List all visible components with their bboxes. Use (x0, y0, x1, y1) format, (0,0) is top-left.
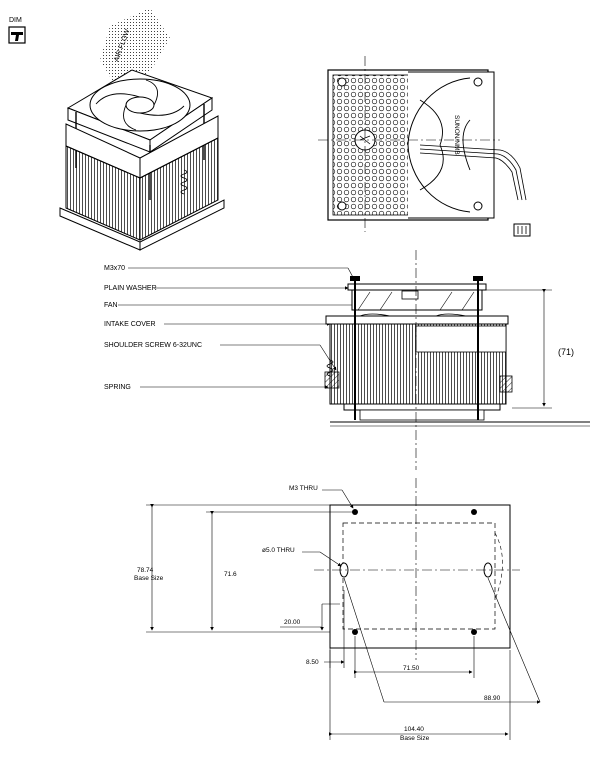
m3-hole-bottom-right (471, 629, 477, 635)
dim-label: DIM (9, 17, 22, 24)
side-view: M3x70 PLAIN WASHER FAN INTAKE COVER SHOU… (104, 250, 590, 470)
callout-fan: FAN (104, 302, 118, 309)
hole-thru-label: ø5.0 THRU (262, 547, 295, 554)
callout-shoulder-screw: SHOULDER SCREW 6-32UNC (104, 342, 202, 349)
m3-hole-bottom-left (352, 629, 358, 635)
callout-spring: SPRING (104, 384, 131, 391)
dim-header: DIM (8, 17, 26, 44)
base-width-caption: Base Size (400, 735, 430, 742)
base-width-value: 104.40 (404, 726, 424, 733)
fan-brand-label: SUNON/NMB (453, 115, 460, 155)
m3-thru-label: M3 THRU (289, 485, 318, 492)
dimension-tool-icon[interactable] (8, 26, 26, 44)
isometric-view: AIR FLOW (59, 8, 225, 251)
airflow-arrow: AIR FLOW (100, 8, 170, 90)
callout-m3x70: M3x70 (104, 265, 125, 272)
base-height-value: 78.74 (137, 567, 154, 574)
top-view: SUNON/NMB (318, 56, 531, 237)
height-dimension: (71) (558, 347, 574, 357)
offset-dim-20: 20.00 (284, 619, 301, 626)
vertical-pitch-dim: 71.6 (224, 571, 237, 578)
base-height-caption: Base Size (134, 575, 164, 582)
callout-plain-washer: PLAIN WASHER (104, 285, 157, 292)
callout-intake-cover: INTAKE COVER (104, 321, 156, 328)
horizontal-pitch-dim: 71.50 (403, 665, 420, 672)
edge-offset-dim: 8.50 (306, 659, 319, 666)
base-view: M3 THRU ø5.0 THRU 78.74 Base Size 71.6 2… (134, 478, 541, 742)
hole-span-dim: 88.90 (484, 695, 501, 702)
m3-hole-top-right (471, 509, 477, 515)
